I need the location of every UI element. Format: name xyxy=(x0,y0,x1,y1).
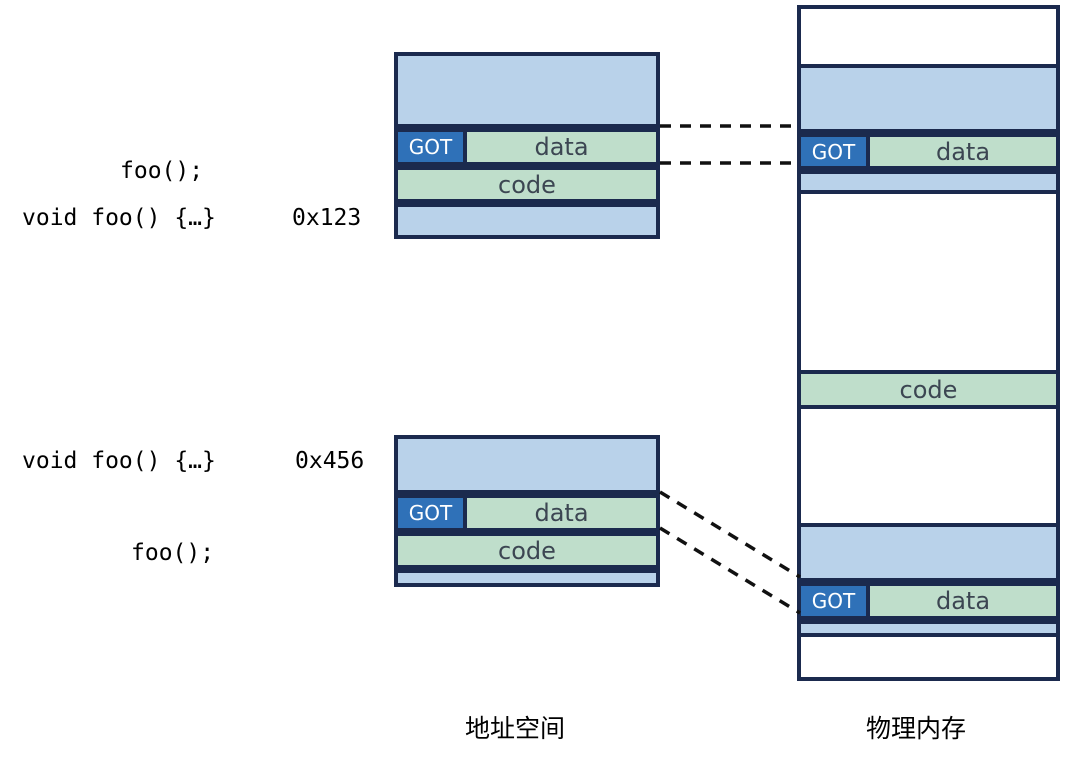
address-label-0x123: 0x123 xyxy=(292,205,362,231)
pm-band-blue-1 xyxy=(801,64,1056,133)
connector-proc2-data-top xyxy=(659,490,801,579)
pm-band-white-1 xyxy=(801,9,1056,64)
got-cell: GOT xyxy=(801,586,870,616)
caption-address-space: 地址空间 xyxy=(465,714,566,743)
code-label: code xyxy=(498,170,556,199)
as2-band-got-data: GOT data xyxy=(398,494,656,532)
pm-band-blue-3 xyxy=(801,523,1056,582)
data-cell: data xyxy=(534,499,589,527)
got-cell: GOT xyxy=(801,137,870,166)
pm-band-white-4 xyxy=(801,637,1056,677)
as1-band-code: code xyxy=(398,166,656,203)
code-label-foo-def-1: void foo() {…} xyxy=(22,205,216,231)
as1-band-blue-bottom xyxy=(398,203,656,239)
code-label: code xyxy=(498,536,556,565)
code-label-foo-call-2: foo(); xyxy=(131,540,215,566)
connector-proc2-data-bottom xyxy=(659,526,801,615)
pm-band-blue-4 xyxy=(801,620,1056,637)
address-space-process-2: GOT data code xyxy=(394,435,660,587)
pm-band-white-3 xyxy=(801,409,1056,523)
pm-band-white-2 xyxy=(801,194,1056,370)
as2-band-blue-bottom xyxy=(398,569,656,587)
as1-band-blue-top xyxy=(398,52,656,128)
got-cell: GOT xyxy=(398,498,467,528)
as2-band-code: code xyxy=(398,532,656,569)
pm-band-code: code xyxy=(801,370,1056,409)
code-label: code xyxy=(899,375,958,404)
caption-physical-memory: 物理内存 xyxy=(866,714,967,743)
physical-memory-column: GOT data code GOT data xyxy=(797,5,1060,681)
data-cell: data xyxy=(935,137,991,166)
data-cell: data xyxy=(935,587,991,615)
as1-band-got-data: GOT data xyxy=(398,128,656,166)
pm-band-got-data-1: GOT data xyxy=(801,133,1056,170)
code-label-foo-def-2: void foo() {…} xyxy=(22,448,216,474)
code-label-foo-call-1: foo(); xyxy=(120,158,204,184)
data-cell: data xyxy=(534,133,589,161)
got-cell: GOT xyxy=(398,132,467,162)
pm-band-blue-2 xyxy=(801,170,1056,194)
pm-band-got-data-2: GOT data xyxy=(801,582,1056,620)
address-label-0x456: 0x456 xyxy=(295,448,365,474)
as2-band-blue-top xyxy=(398,435,656,494)
address-space-process-1: GOT data code xyxy=(394,52,660,239)
